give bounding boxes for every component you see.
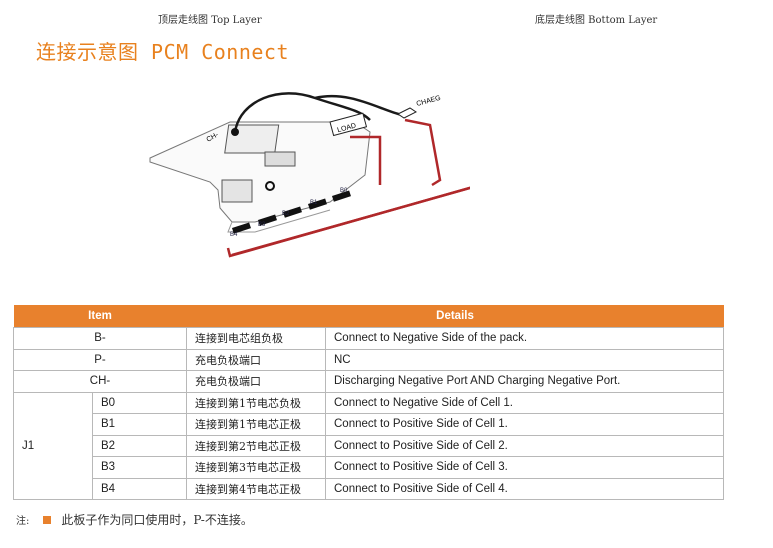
table-row: CH- 充电负极端口 Discharging Negative Port AND…	[13, 370, 724, 393]
j1-group-cell: J1	[13, 391, 93, 500]
page-title: 连接示意图 PCM Connect	[36, 40, 289, 64]
item-cell: B2	[92, 434, 187, 457]
table-row: B- 连接到电芯组负极 Connect to Negative Side of …	[13, 327, 724, 350]
pcm-connection-diagram: LOAD CHAEG CH- B0 B1 B2 B3 B4	[149, 92, 470, 258]
detail-cn-cell: 连接到第1节电芯正极	[186, 413, 326, 436]
table-row: B4 连接到第4节电芯正极 Connect to Positive Side o…	[14, 477, 724, 500]
detail-cn-cell: 连接到第2节电芯正极	[186, 434, 326, 457]
load-label: LOAD	[337, 123, 357, 135]
b0-label: B0	[340, 188, 348, 194]
item-header: Item	[13, 305, 187, 328]
detail-cn-cell: 充电负极端口	[186, 348, 326, 371]
bottom-layer-label: 底层走线图 Bottom Layer	[535, 15, 658, 26]
detail-cn-cell: 连接到第1节电芯负极	[186, 391, 326, 414]
connector-block	[221, 179, 253, 203]
table-header-row: Item Details	[13, 305, 724, 328]
charge-label: CHAEG	[416, 95, 442, 108]
load-box	[329, 112, 368, 137]
item-cell: B-	[13, 327, 187, 350]
item-cell: B4	[92, 477, 187, 500]
detail-en-cell: Connect to Positive Side of Cell 1.	[325, 413, 724, 436]
b1-label: B1	[310, 200, 318, 206]
footnote: 注: 此板子作为同口使用时，P-不连接。	[16, 511, 253, 528]
detail-en-cell: Connect to Positive Side of Cell 3.	[325, 456, 724, 479]
table-row: P- 充电负极端口 NC	[13, 348, 724, 371]
b2-label: B2	[282, 211, 290, 217]
detail-en-cell: Connect to Negative Side of Cell 1.	[325, 391, 724, 414]
cell-pads	[232, 190, 351, 234]
item-cell: B0	[92, 391, 187, 414]
detail-en-cell: Connect to Positive Side of Cell 4.	[325, 477, 724, 500]
component-block	[264, 151, 296, 167]
note-label: 注:	[16, 516, 30, 527]
table-row: B2 连接到第2节电芯正极 Connect to Positive Side o…	[14, 434, 724, 457]
item-cell: B1	[92, 413, 187, 436]
item-cell: CH-	[13, 370, 187, 393]
b4-label: B4	[230, 232, 238, 238]
detail-en-cell: Connect to Positive Side of Cell 2.	[325, 434, 724, 457]
detail-en-cell: NC	[325, 348, 724, 371]
details-header: Details	[186, 305, 724, 328]
table-row: J1 B0 连接到第1节电芯负极 Connect to Negative Sid…	[13, 391, 724, 500]
bullet-icon	[43, 515, 52, 524]
ch-terminal	[231, 128, 239, 136]
item-cell: P-	[13, 348, 187, 371]
table-row: B3 连接到第3节电芯正极 Connect to Positive Side o…	[14, 456, 724, 479]
detail-cn-cell: 充电负极端口	[186, 370, 326, 393]
table-row: B1 连接到第1节电芯正极 Connect to Positive Side o…	[14, 413, 724, 436]
detail-cn-cell: 连接到电芯组负极	[186, 327, 326, 350]
charge-plug	[397, 107, 417, 119]
b3-label: B3	[258, 222, 266, 228]
detail-cn-cell: 连接到第3节电芯正极	[186, 456, 326, 479]
detail-en-cell: Connect to Negative Side of the pack.	[325, 327, 724, 350]
black-wire	[233, 92, 403, 133]
top-layer-label: 顶层走线图 Top Layer	[158, 15, 262, 26]
bminus-terminal	[265, 181, 275, 191]
pcm-pin-table: Item Details B- 连接到电芯组负极 Connect to Nega…	[13, 305, 724, 500]
detail-cn-cell: 连接到第4节电芯正极	[186, 477, 326, 500]
item-cell: B3	[92, 456, 187, 479]
note-text: 此板子作为同口使用时，P-不连接。	[61, 513, 253, 527]
detail-en-cell: Discharging Negative Port AND Charging N…	[325, 370, 724, 393]
